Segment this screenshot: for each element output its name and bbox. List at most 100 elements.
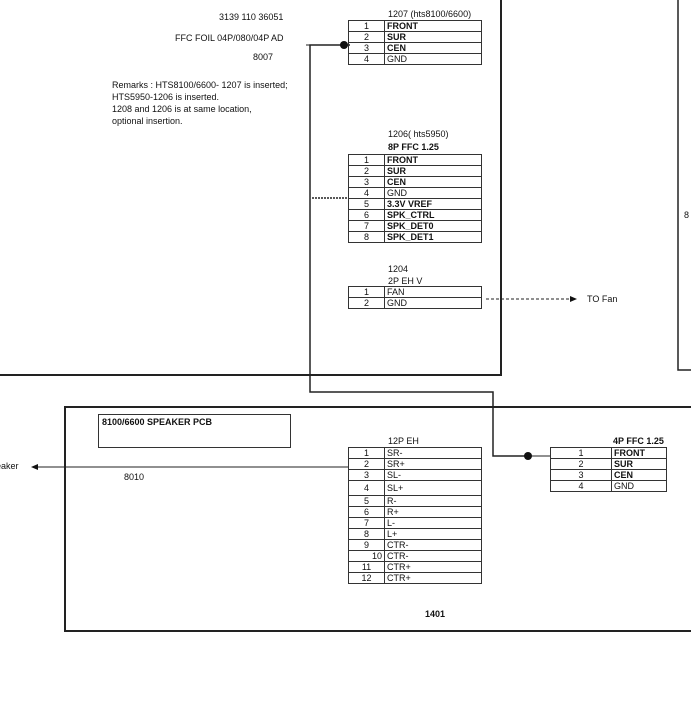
connector-1401-title: 12P EH (388, 436, 419, 446)
pin-signal: SR- (384, 447, 482, 459)
pin-number: 1 (348, 154, 385, 166)
pin-signal: SUR (611, 458, 667, 470)
right-board-outline (677, 0, 691, 371)
connector-1204-subtitle: 2P EH V (388, 276, 423, 286)
connector-1206-subtitle: 8P FFC 1.25 (388, 142, 439, 152)
pin-number: 2 (348, 31, 385, 43)
pin-number: 4 (348, 187, 385, 199)
pin-signal: CTR- (384, 539, 482, 551)
pin-signal: 3.3V VREF (384, 198, 482, 210)
pin-signal: SR+ (384, 458, 482, 470)
pin-signal: GND (611, 480, 667, 492)
pin-number: 6 (348, 506, 385, 518)
pin-signal: CEN (611, 469, 667, 481)
pin-number: 4 (348, 53, 385, 65)
pin-number: 4 (348, 480, 385, 496)
pin-number: 3 (348, 176, 385, 188)
pin-signal: SUR (384, 31, 482, 43)
pin-number: 1 (348, 286, 385, 298)
pin-signal: GND (384, 53, 482, 65)
pin-number: 7 (348, 517, 385, 529)
pin-signal: R+ (384, 506, 482, 518)
pin-signal: CTR+ (384, 561, 482, 573)
ref-8007-label: 8007 (253, 52, 274, 62)
pin-number: 7 (348, 220, 385, 232)
speaker-board-outline (64, 406, 691, 632)
pin-number: 1 (348, 20, 385, 32)
remarks-line-2: HTS5950-1206 is inserted. (112, 92, 220, 102)
junction-dot-4p (524, 452, 532, 460)
pin-number: 4 (550, 480, 612, 492)
pin-signal: CEN (384, 176, 482, 188)
pin-number: 3 (348, 469, 385, 481)
part-number-label: 3139 110 36051 (219, 12, 284, 22)
to-fan-arrow (570, 296, 577, 302)
pin-signal: SPK_DET0 (384, 220, 482, 232)
connector-1206-title: 1206( hts5950) (388, 129, 449, 139)
pin-signal: FRONT (384, 154, 482, 166)
pin-number: 2 (348, 458, 385, 470)
pin-number: 2 (348, 297, 385, 309)
pin-number: 8 (348, 231, 385, 243)
pin-number: 9 (348, 539, 385, 551)
pin-number: 10 (348, 550, 385, 562)
to-fan-label: TO Fan (587, 294, 618, 304)
pin-signal: SUR (384, 165, 482, 177)
remarks-line-1: Remarks : HTS8100/6600- 1207 is inserted… (112, 80, 288, 90)
speaker-pcb-title-box: 8100/6600 SPEAKER PCB (98, 414, 291, 448)
ref-8010-label: 8010 (124, 472, 145, 482)
pin-number: 2 (348, 165, 385, 177)
pin-number: 3 (348, 42, 385, 54)
ffc-cable-wire (309, 44, 528, 457)
remarks-line-3: 1208 and 1206 is at same location, (112, 104, 252, 114)
speaker-arrow (31, 464, 38, 470)
pin-number: 5 (348, 198, 385, 210)
pin-number: 12 (348, 572, 385, 584)
pin-signal: GND (384, 187, 482, 199)
pin-signal: SPK_CTRL (384, 209, 482, 221)
remarks-line-4: optional insertion. (112, 116, 183, 126)
junction-dot-1207 (340, 41, 348, 49)
pin-signal: FRONT (384, 20, 482, 32)
pin-signal: L+ (384, 528, 482, 540)
right-edge-label: 8 (684, 210, 690, 220)
connector-1401-ref: 1401 (425, 609, 446, 619)
pin-signal: SL- (384, 469, 482, 481)
pin-signal: L- (384, 517, 482, 529)
pin-number: 6 (348, 209, 385, 221)
pin-signal: GND (384, 297, 482, 309)
pin-number: 1 (348, 447, 385, 459)
ffc-foil-label: FFC FOIL 04P/080/04P AD (175, 33, 284, 43)
pin-number: 11 (348, 561, 385, 573)
